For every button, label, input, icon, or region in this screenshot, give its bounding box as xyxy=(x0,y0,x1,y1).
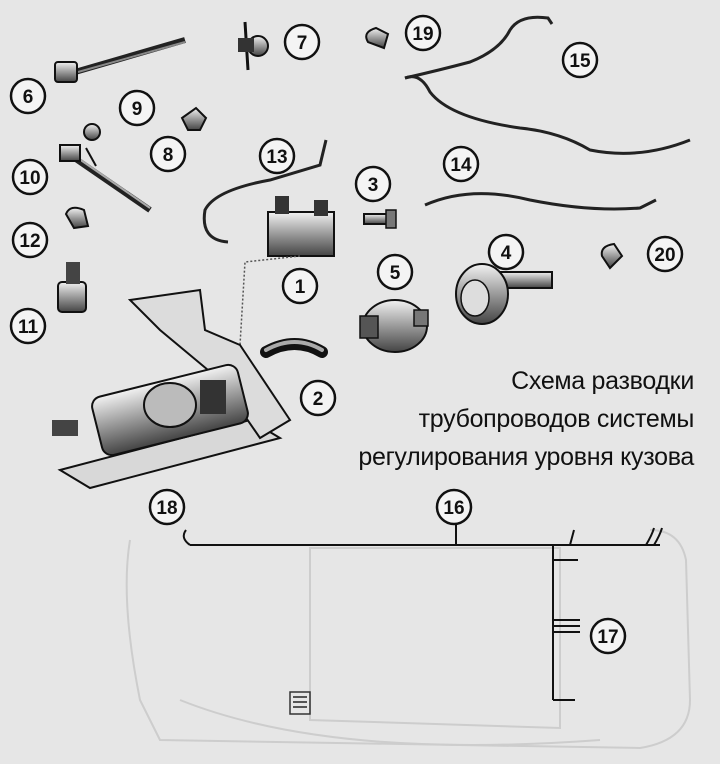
callout-number: 10 xyxy=(19,168,40,189)
callout-number: 7 xyxy=(297,33,308,54)
callout-number: 19 xyxy=(412,24,433,45)
bellows-4 xyxy=(455,263,553,325)
valve-block-1 xyxy=(239,196,335,346)
callout-number: 11 xyxy=(18,317,39,338)
callout-circle xyxy=(9,77,47,115)
callout-number: 16 xyxy=(443,498,464,519)
bolt-3 xyxy=(363,209,397,229)
callout-19: 19 xyxy=(404,14,442,52)
callout-circle xyxy=(11,221,49,259)
callout-circle xyxy=(376,253,414,291)
callout-circle xyxy=(283,23,321,61)
callout-circle xyxy=(9,307,47,345)
callout-12: 12 xyxy=(11,221,49,259)
callout-number: 4 xyxy=(501,243,512,264)
callout-6: 6 xyxy=(9,77,47,115)
compressor-assembly xyxy=(52,288,292,490)
callout-10: 10 xyxy=(11,158,49,196)
caption-line-3: регулирования уровня кузова xyxy=(358,443,694,471)
callout-number: 20 xyxy=(654,245,675,266)
callout-16: 16 xyxy=(435,488,473,526)
reservoir-5 xyxy=(359,299,429,353)
pipe-route-16 xyxy=(182,520,663,701)
connector-11 xyxy=(57,262,87,313)
callout-14: 14 xyxy=(442,145,480,183)
callout-circle xyxy=(435,488,473,526)
clip-8-9 xyxy=(180,106,208,131)
callout-5: 5 xyxy=(376,253,414,291)
callout-13: 13 xyxy=(258,137,296,175)
small-grille xyxy=(289,691,311,715)
callout-2: 2 xyxy=(299,379,337,417)
pipe-13 xyxy=(202,139,328,244)
callout-3: 3 xyxy=(354,165,392,203)
callout-8: 8 xyxy=(149,135,187,173)
callout-circle xyxy=(646,235,684,273)
pipe-15 xyxy=(404,15,691,155)
callout-circle xyxy=(118,89,156,127)
clip-20 xyxy=(600,242,624,270)
callout-7: 7 xyxy=(283,23,321,61)
callout-circle xyxy=(589,617,627,655)
callout-circle xyxy=(487,233,525,271)
callout-circle xyxy=(404,14,442,52)
callout-11: 11 xyxy=(9,307,47,345)
callout-number: 17 xyxy=(597,627,618,648)
cable-tie-6 xyxy=(54,37,186,83)
callout-circle xyxy=(442,145,480,183)
callout-circle xyxy=(258,137,296,175)
callout-15: 15 xyxy=(561,41,599,79)
callout-9: 9 xyxy=(118,89,156,127)
callout-circle xyxy=(148,488,186,526)
hose-2 xyxy=(260,338,328,358)
callout-circle xyxy=(561,41,599,79)
callout-number: 15 xyxy=(569,51,591,72)
bracket-10 xyxy=(59,123,152,213)
callout-circle xyxy=(281,267,319,305)
callout-number: 8 xyxy=(163,145,174,166)
callout-number: 6 xyxy=(23,87,34,108)
callout-number: 13 xyxy=(266,147,287,168)
callout-number: 12 xyxy=(19,231,40,252)
pipe-14 xyxy=(424,192,657,211)
callout-number: 1 xyxy=(295,277,306,298)
caption-line-2: трубопроводов системы xyxy=(418,405,695,433)
callout-1: 1 xyxy=(281,267,319,305)
callout-18: 18 xyxy=(148,488,186,526)
callout-number: 18 xyxy=(156,498,177,519)
valve-7 xyxy=(238,21,269,71)
callout-number: 2 xyxy=(313,389,324,410)
callout-number: 3 xyxy=(368,175,379,196)
callout-4: 4 xyxy=(487,233,525,271)
callout-number: 9 xyxy=(132,99,143,120)
callout-20: 20 xyxy=(646,235,684,273)
clip-12 xyxy=(64,206,90,230)
callout-circle xyxy=(354,165,392,203)
diagram-caption: Схема разводки трубопроводов системы рег… xyxy=(294,362,694,476)
callout-number: 5 xyxy=(390,263,401,284)
callout-17: 17 xyxy=(589,617,627,655)
callout-circle xyxy=(149,135,187,173)
caption-line-1: Схема разводки xyxy=(511,367,694,395)
clip-19 xyxy=(365,26,390,50)
callout-number: 14 xyxy=(450,155,472,176)
car-body-outline xyxy=(125,529,692,750)
callout-circle xyxy=(299,379,337,417)
callout-circle xyxy=(11,158,49,196)
